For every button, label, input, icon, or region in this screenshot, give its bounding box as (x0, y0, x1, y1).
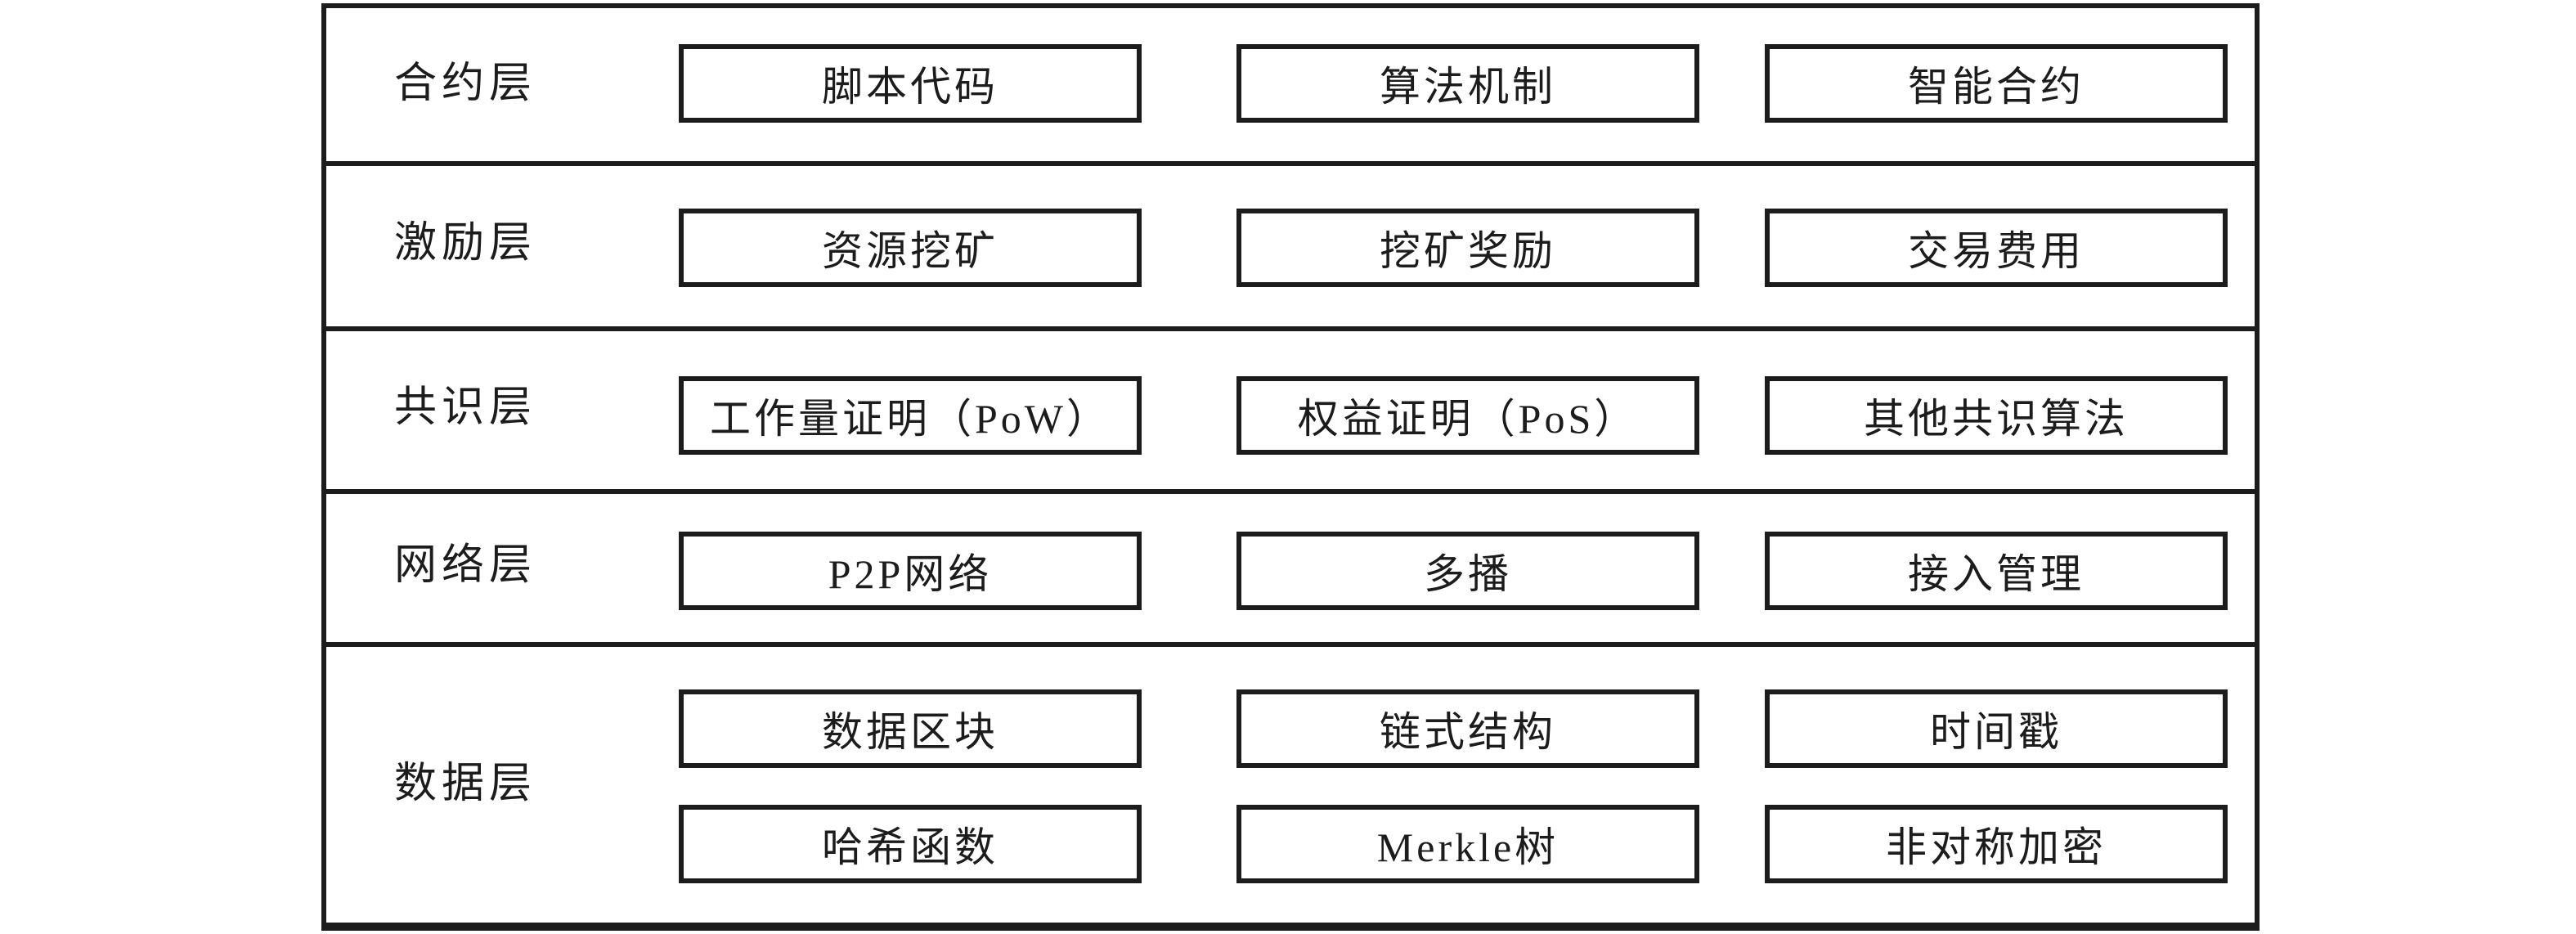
box-multicast: 多播 (1236, 532, 1699, 610)
layer-label-data: 数据层 (394, 761, 537, 807)
box-hash-function: 哈希函数 (679, 805, 1142, 883)
box-proof-of-stake: 权益证明（PoS） (1236, 376, 1699, 455)
layer-label-contract: 合约层 (394, 61, 537, 107)
box-mining-reward: 挖矿奖励 (1236, 209, 1699, 287)
box-access-management: 接入管理 (1765, 532, 2228, 610)
row-divider-4 (321, 642, 2260, 647)
box-p2p-network: P2P网络 (679, 532, 1142, 610)
box-algorithm-mechanism: 算法机制 (1236, 44, 1699, 123)
box-transaction-fee: 交易费用 (1765, 209, 2228, 287)
layer-label-consensus: 共识层 (394, 384, 537, 431)
box-smart-contract: 智能合约 (1765, 44, 2228, 123)
box-timestamp: 时间戳 (1765, 689, 2228, 768)
box-proof-of-work: 工作量证明（PoW） (679, 376, 1142, 455)
box-asymmetric-encryption: 非对称加密 (1765, 805, 2228, 883)
diagram-frame (321, 3, 2260, 931)
box-chain-structure: 链式结构 (1236, 689, 1699, 768)
layer-label-network: 网络层 (394, 542, 537, 589)
layer-label-incentive: 激励层 (394, 220, 537, 267)
row-divider-2 (321, 326, 2260, 331)
row-divider-1 (321, 161, 2260, 166)
row-divider-3 (321, 489, 2260, 494)
box-other-consensus: 其他共识算法 (1765, 376, 2228, 455)
box-script-code: 脚本代码 (679, 44, 1142, 123)
box-data-block: 数据区块 (679, 689, 1142, 768)
box-resource-mining: 资源挖矿 (679, 209, 1142, 287)
box-merkle-tree: Merkle树 (1236, 805, 1699, 883)
